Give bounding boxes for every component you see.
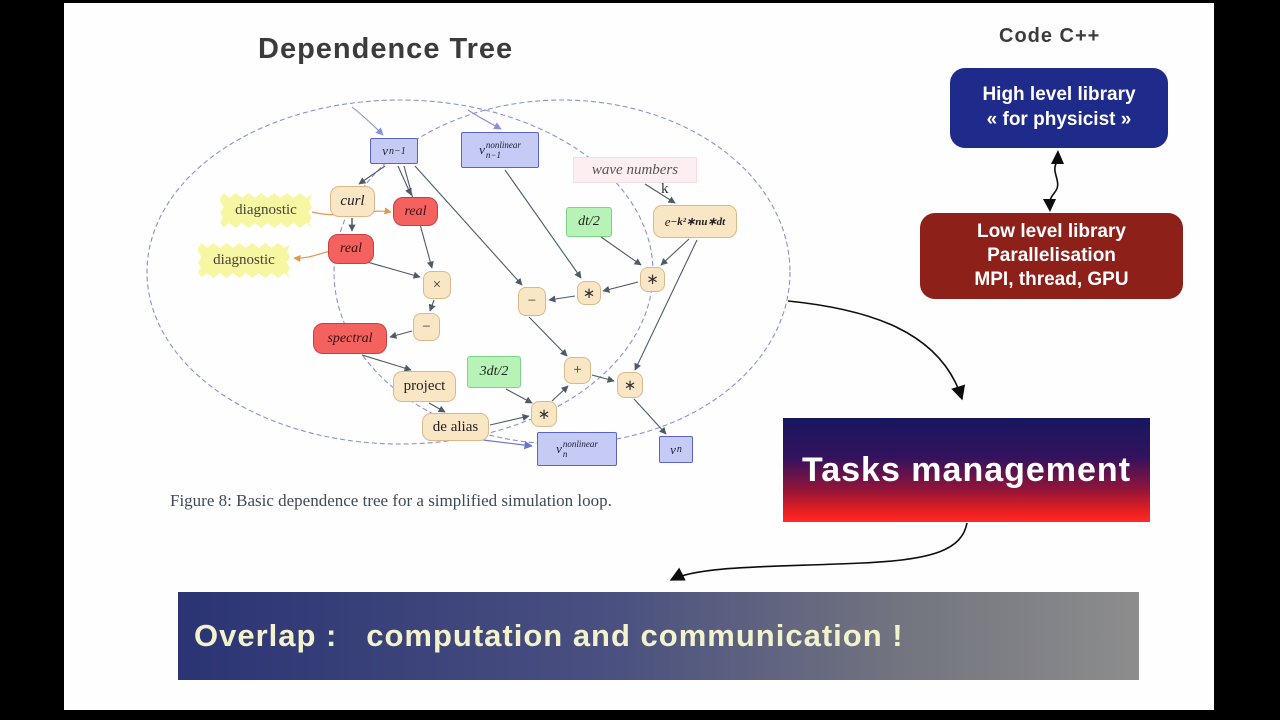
node-minus-op-2: − xyxy=(518,287,546,316)
v-prev-nl-sub: n−1 xyxy=(485,150,501,160)
vn-base: v xyxy=(670,441,676,457)
node-star-op-2: ∗ xyxy=(640,267,665,292)
node-curl: curl xyxy=(330,186,375,217)
edge-label-k: k xyxy=(661,181,669,197)
node-star-op-3: ∗ xyxy=(531,401,557,427)
node-spectral: spectral xyxy=(313,323,387,354)
v-prev-nl-sup: nonlinear xyxy=(485,139,521,150)
loop-entry-arrow-right xyxy=(467,109,502,130)
node-star-op-4: ∗ xyxy=(617,372,643,398)
node-plus-op: + xyxy=(564,357,591,384)
arrow-diagram-to-tasks xyxy=(787,300,966,401)
overlap-banner-text: Overlap : computation and communication … xyxy=(194,618,904,653)
arrow-highlevel-lowlevel xyxy=(1049,161,1059,202)
low-level-library-box: Low level library Parallelisation MPI, t… xyxy=(920,213,1183,299)
arrowhead-up-icon xyxy=(1051,150,1064,164)
code-cpp-label: Code C++ xyxy=(999,25,1101,47)
node-diagnostic-2: diagnostic xyxy=(198,243,290,278)
letterbox-top xyxy=(0,0,1280,3)
node-real-2: real xyxy=(328,234,374,264)
v-prev-base: v xyxy=(382,143,389,158)
node-real-1: real xyxy=(393,197,438,226)
tasks-management-label: Tasks management xyxy=(801,450,1132,489)
dealias-to-vn-nonlinear-edge xyxy=(482,439,533,450)
vn-nl-sub: n xyxy=(562,449,568,459)
letterbox-left xyxy=(0,0,64,720)
low-level-line2: Parallelisation xyxy=(987,245,1116,267)
low-level-line3: MPI, thread, GPU xyxy=(974,268,1129,290)
vn-nl-sup: nonlinear xyxy=(562,438,598,449)
node-times-op: × xyxy=(423,271,451,299)
letterbox-bottom xyxy=(0,710,1280,720)
dependence-edges xyxy=(348,165,698,435)
vn-sub: n xyxy=(676,444,682,455)
node-project: project xyxy=(393,371,456,402)
node-exp-factor: e−k²∗nu∗dt xyxy=(653,205,737,238)
node-wave-numbers: wave numbers xyxy=(573,157,697,183)
v-prev-sub: n−1 xyxy=(389,145,406,157)
high-level-line2: « for physicist » xyxy=(986,109,1132,130)
low-level-line1: Low level library xyxy=(977,221,1126,243)
letterbox-right xyxy=(1214,0,1280,720)
loop-entry-arrow-left xyxy=(351,106,384,136)
node-3dt2: 3dt/2 xyxy=(467,356,521,388)
arrowhead-down-icon xyxy=(1043,199,1056,212)
page-title: Dependence Tree xyxy=(258,33,514,65)
high-level-library-box: High level library « for physicist » xyxy=(950,68,1168,148)
vn-nl-base: v xyxy=(556,441,562,456)
node-diagnostic-1: diagnostic xyxy=(220,193,312,228)
node-dealias: de alias xyxy=(422,413,489,441)
diagnostic2-connector xyxy=(293,250,331,263)
node-minus-op-1: − xyxy=(413,313,440,341)
figure-caption: Figure 8: Basic dependence tree for a si… xyxy=(170,491,612,510)
exp-sup: −k²∗nu∗dt xyxy=(670,216,726,228)
tasks-management-box: Tasks management xyxy=(783,418,1150,522)
node-dt2: dt/2 xyxy=(566,207,612,237)
arrow-tasks-to-banner xyxy=(669,522,968,581)
v-prev-nl-base: v xyxy=(479,142,485,157)
node-star-op-1: ∗ xyxy=(577,281,601,305)
high-level-line1: High level library xyxy=(982,84,1136,106)
exp-base: e xyxy=(664,213,671,229)
overlap-banner: Overlap : computation and communication … xyxy=(178,592,1139,680)
